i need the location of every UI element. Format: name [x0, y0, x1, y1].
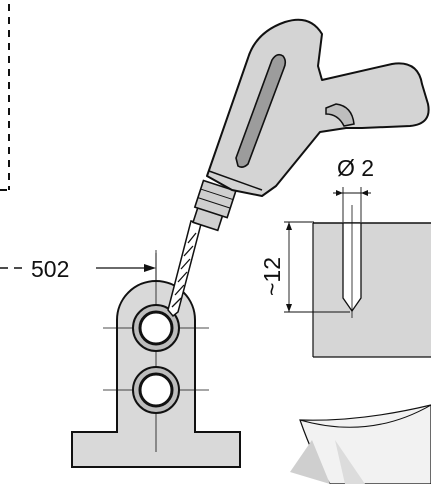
- power-drill: [167, 18, 430, 318]
- material-block: [312, 205, 431, 358]
- distance-dimension: 502: [0, 253, 157, 300]
- page-curl: [290, 404, 431, 484]
- drill-trigger: [325, 103, 355, 127]
- drill-chuck: [192, 179, 237, 232]
- bracket: [71, 250, 241, 468]
- diameter-label: Ø 2: [337, 155, 374, 181]
- distance-label: 502: [31, 256, 69, 282]
- drill-grip-slot: [235, 53, 287, 168]
- drill-body: [206, 18, 430, 197]
- depth-dimension: ~12: [259, 221, 350, 313]
- dashed-frame: [0, 4, 10, 191]
- lower-hole: [132, 366, 180, 414]
- diameter-dimension: Ø 2: [333, 155, 374, 222]
- depth-label: ~12: [259, 257, 285, 296]
- upper-hole: [132, 304, 180, 352]
